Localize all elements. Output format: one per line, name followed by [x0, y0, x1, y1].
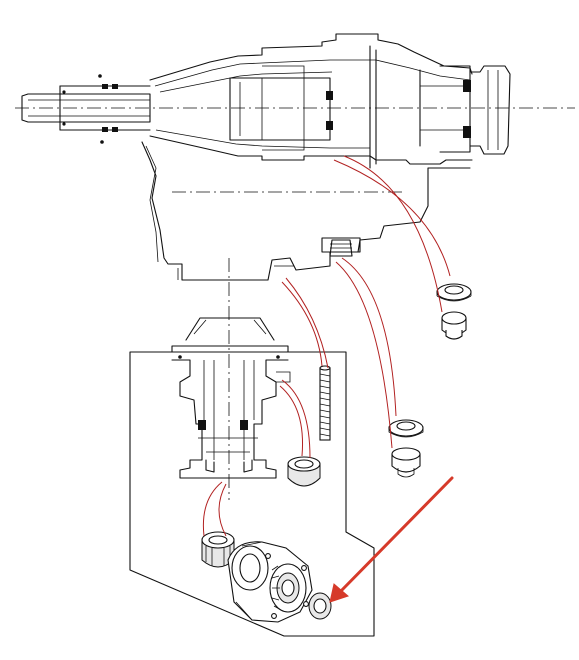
leader-plug-upper — [343, 155, 443, 313]
differential-carrier — [227, 541, 313, 623]
transmission-housing — [15, 33, 575, 281]
detail-frame — [129, 351, 375, 637]
bearing-seal-right-top — [463, 80, 471, 92]
gear-pack — [229, 77, 331, 141]
seal-ring-bottom — [102, 127, 108, 132]
housing-bottom-outline — [149, 135, 473, 165]
leader-oil-seal — [279, 385, 304, 457]
seal-ring-top — [102, 84, 108, 89]
differential-detail-box — [129, 258, 375, 637]
leader-washer-upper — [333, 159, 451, 277]
drain-plug-upper — [441, 311, 467, 340]
output-flange — [469, 65, 511, 155]
bearing-seal-mid-top — [326, 91, 333, 100]
leader-washer-lower — [341, 257, 397, 417]
sealing-washer-upper — [436, 283, 472, 302]
bearing-seal-mid-bottom — [326, 121, 333, 130]
leader-plug-lower — [335, 261, 393, 449]
stud-bolt — [319, 365, 331, 441]
sealing-washer-lower — [388, 419, 424, 438]
output-seal-ring — [308, 592, 332, 620]
drain-boss — [321, 237, 361, 253]
bevel-gear — [185, 317, 275, 341]
pinion-seal-left — [198, 420, 206, 430]
leader-needle-bearing — [202, 481, 223, 537]
housing-top-outline — [149, 33, 473, 81]
lower-case-outline — [141, 141, 471, 281]
input-shaft — [21, 74, 151, 144]
pinion-oil-seal — [287, 456, 321, 487]
pinion-seal-right — [240, 420, 248, 430]
highlight-arrow — [329, 476, 454, 603]
bearing-seal-right-bottom — [463, 126, 471, 138]
pinion-housing — [171, 359, 289, 479]
drain-plug-lower — [391, 447, 421, 478]
leader-stud — [281, 281, 323, 367]
needle-bearing — [201, 531, 235, 568]
arrow-head-icon — [329, 583, 349, 603]
leader-lines — [202, 155, 451, 537]
